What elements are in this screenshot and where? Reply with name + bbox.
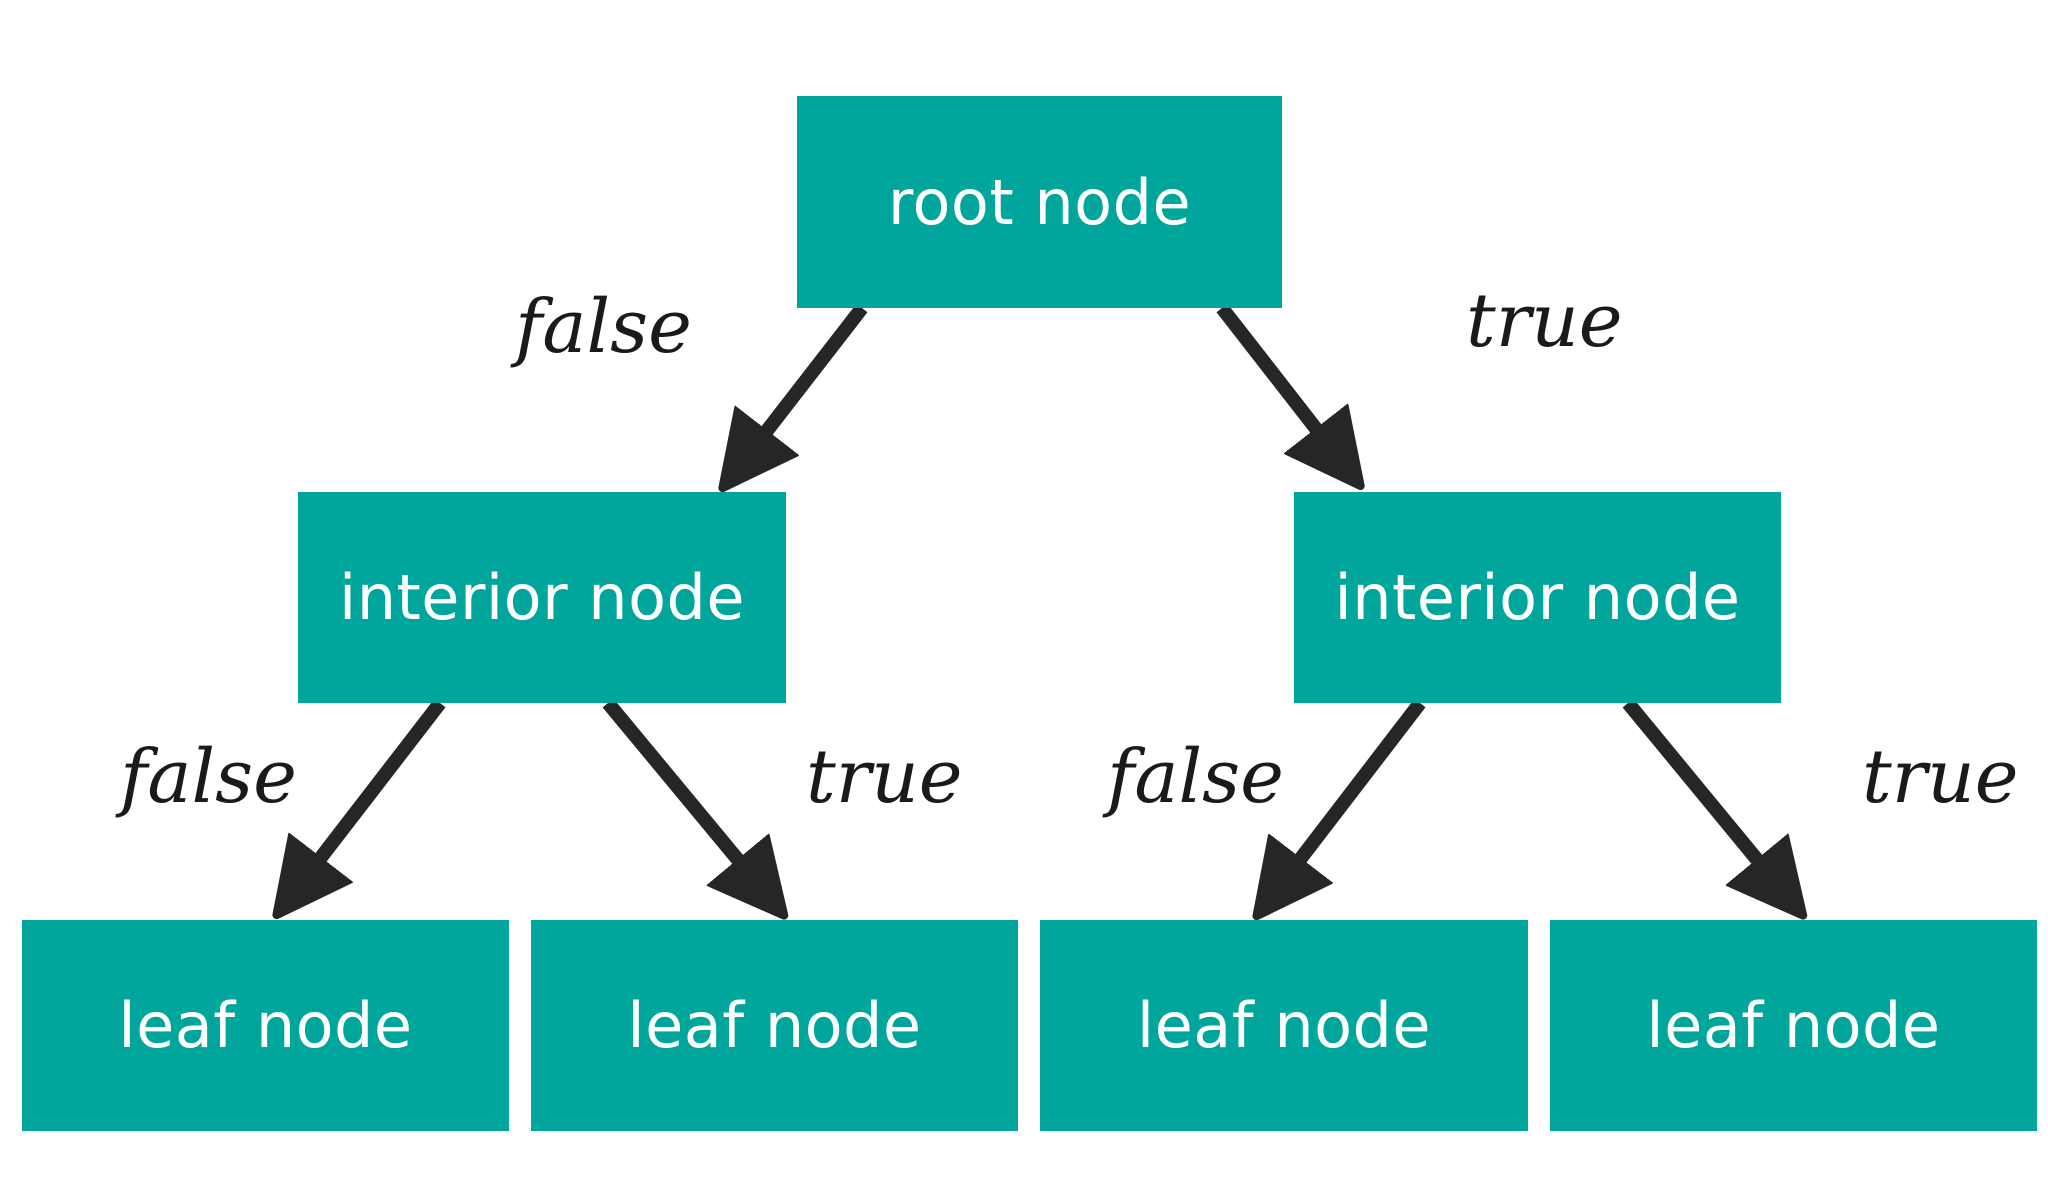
- leaf-node-3: leaf node: [1040, 920, 1528, 1131]
- leaf-node-4-label: leaf node: [1646, 989, 1941, 1062]
- edge-interior-left-to-leaf-1: [292, 698, 446, 895]
- edge-interior-left-to-leaf-2: [602, 698, 768, 896]
- edge-label-interior-right-false: false: [1107, 734, 1284, 820]
- edge-label-root-false: false: [515, 284, 692, 370]
- edge-label-interior-left-false: false: [120, 734, 297, 820]
- leaf-node-2-label: leaf node: [627, 989, 922, 1062]
- root-node-label: root node: [887, 165, 1192, 239]
- interior-node-left-label: interior node: [338, 561, 746, 634]
- leaf-node-1: leaf node: [22, 920, 509, 1131]
- interior-node-right: interior node: [1294, 492, 1781, 703]
- edge-label-root-true: true: [1466, 278, 1623, 364]
- edge-interior-right-to-leaf-3: [1272, 698, 1426, 896]
- edge-root-to-interior-right: [1216, 303, 1345, 466]
- interior-node-left: interior node: [298, 492, 786, 703]
- edge-interior-right-to-leaf-4: [1622, 698, 1787, 896]
- edge-label-interior-right-true: true: [1862, 734, 2019, 820]
- leaf-node-2: leaf node: [531, 920, 1018, 1131]
- leaf-node-4: leaf node: [1550, 920, 2037, 1131]
- leaf-node-1-label: leaf node: [118, 989, 413, 1062]
- interior-node-right-label: interior node: [1334, 561, 1741, 634]
- root-node: root node: [797, 96, 1282, 308]
- leaf-node-3-label: leaf node: [1136, 989, 1432, 1062]
- edge-label-interior-left-true: true: [806, 734, 963, 820]
- edge-root-to-interior-left: [738, 303, 868, 468]
